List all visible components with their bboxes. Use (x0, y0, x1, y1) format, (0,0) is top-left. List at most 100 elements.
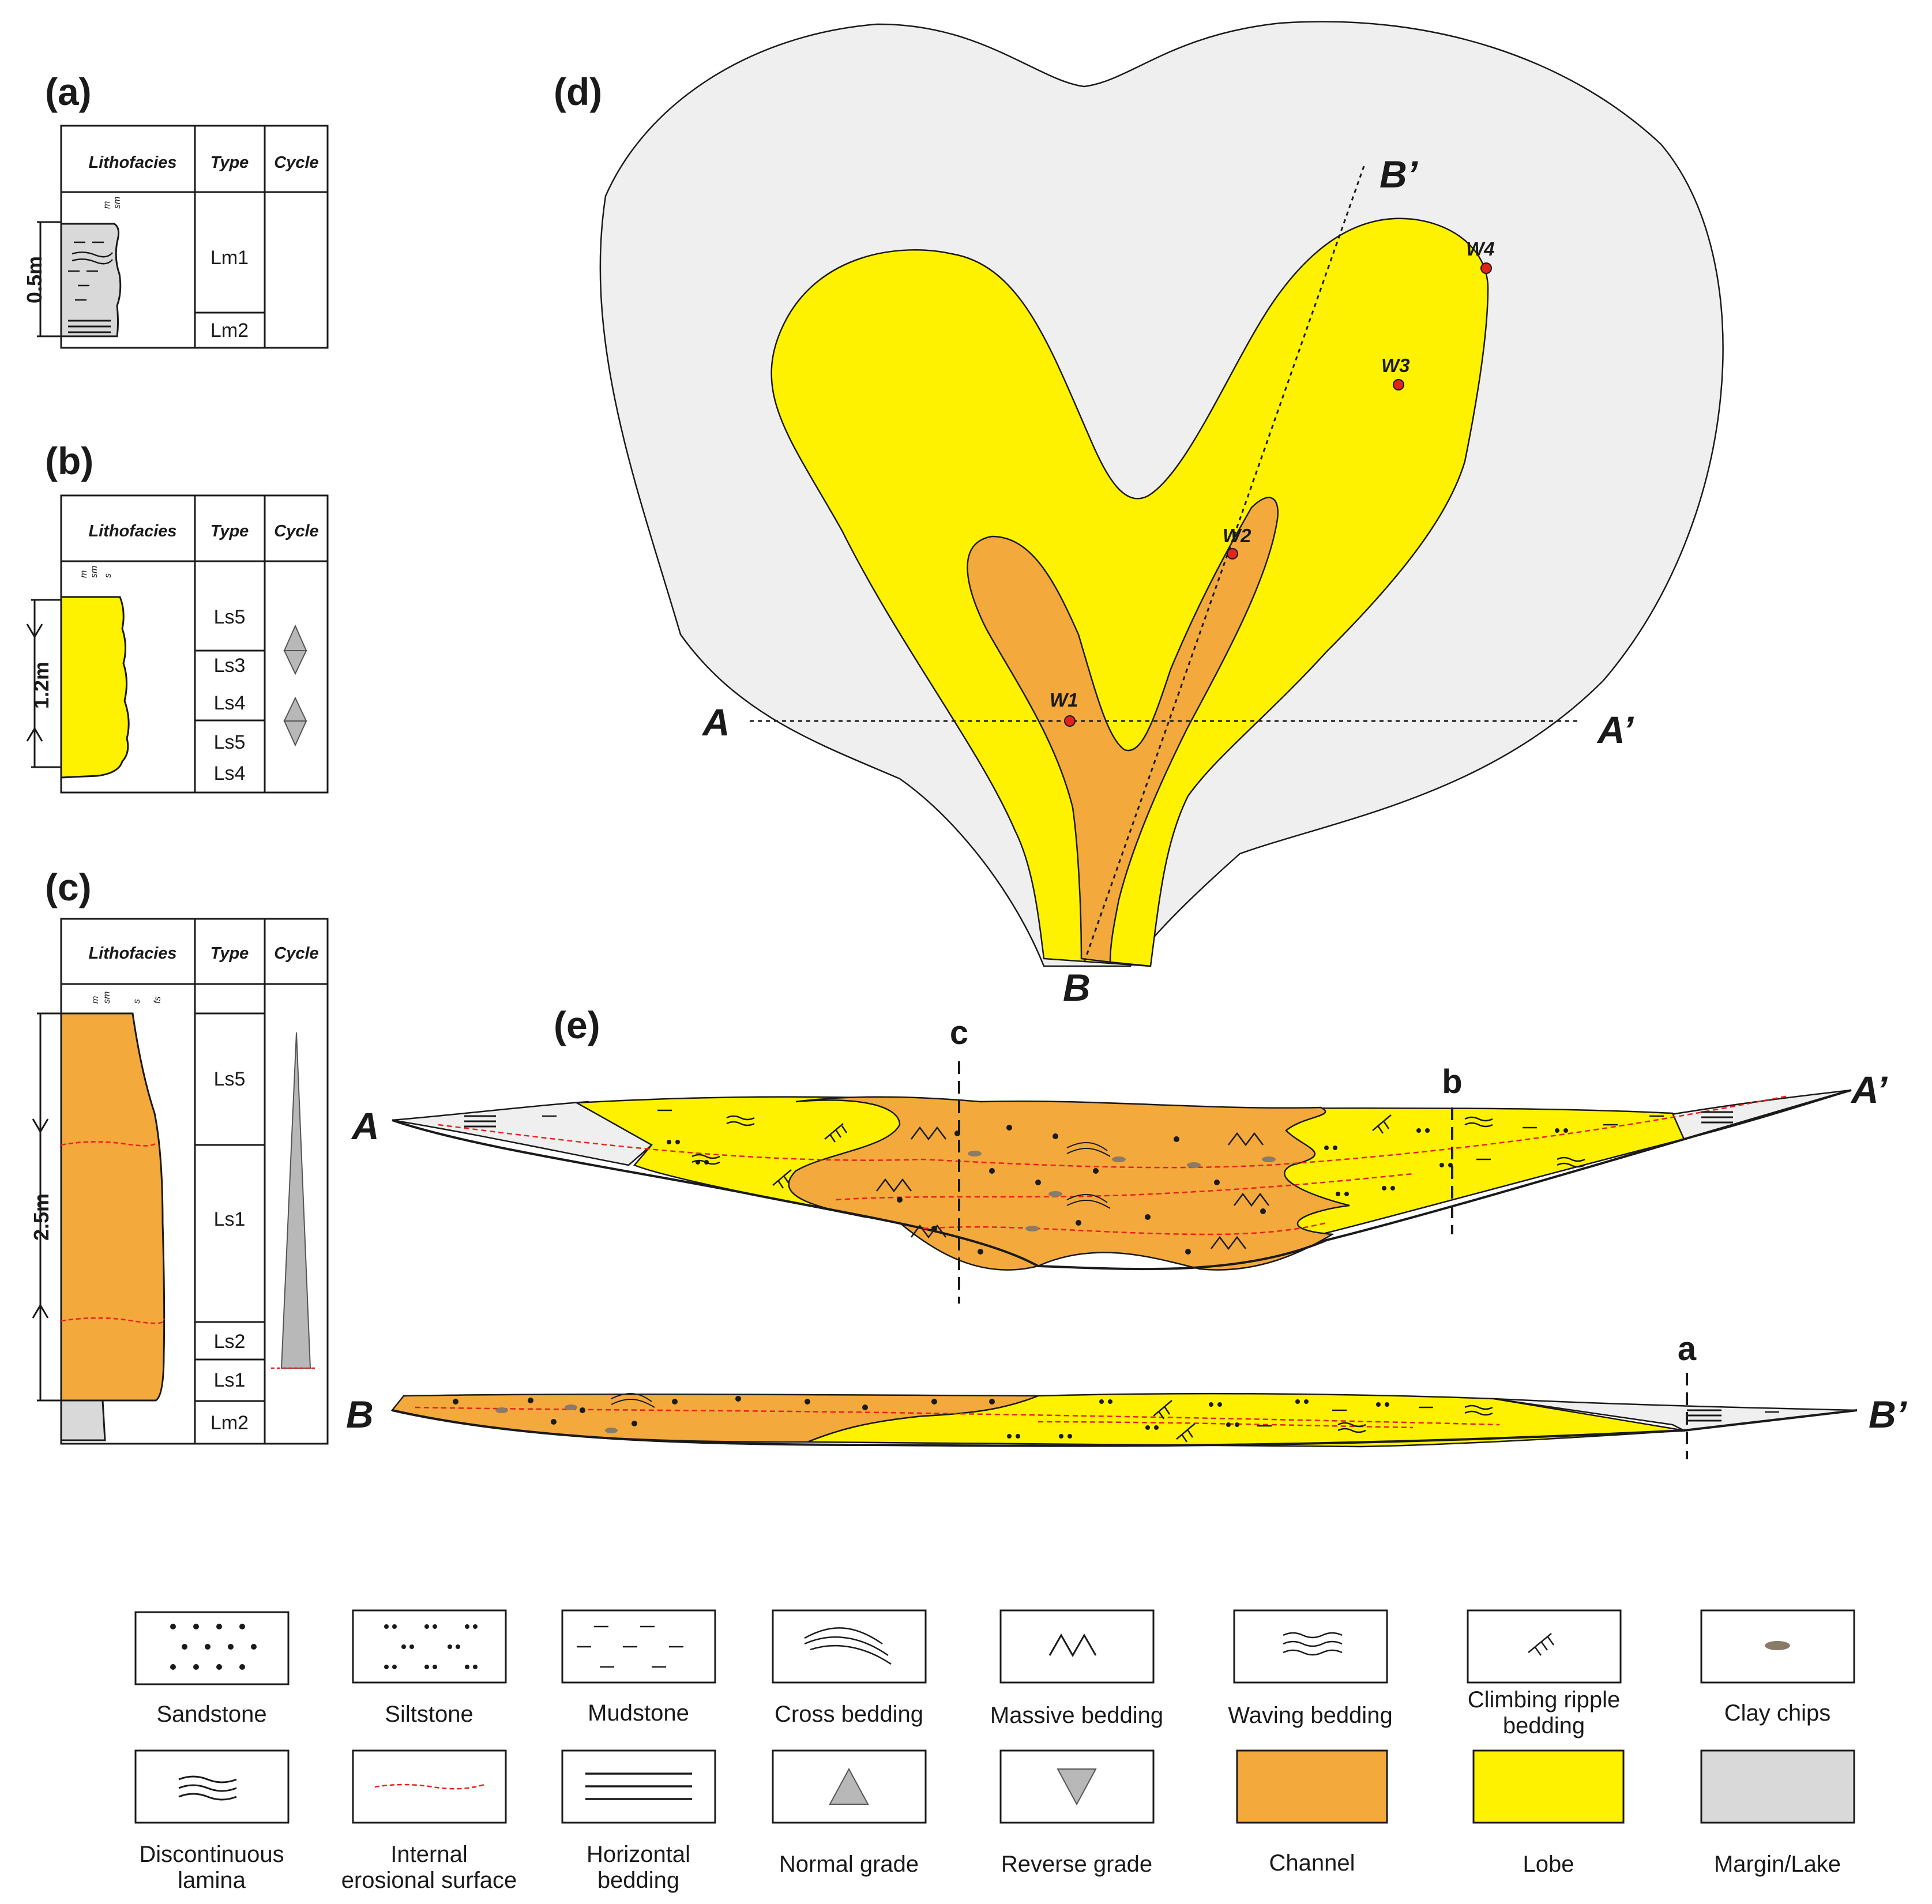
section-a-climbing-marks (772, 1114, 1392, 1189)
svg-text:lamina: lamina (178, 1868, 246, 1893)
panel-c-erosion-upper (61, 1141, 157, 1147)
panel-b-type-ls3: Ls3 (214, 655, 246, 677)
panel-c-type-ls1-lower: Ls1 (214, 1369, 246, 1391)
panel-b-header-lithofacies: Lithofacies (88, 522, 176, 540)
svg-text:Horizontal: Horizontal (587, 1842, 690, 1867)
legend-item-lobe: Lobe (1472, 1749, 1625, 1877)
svg-text:m: m (102, 201, 112, 209)
svg-text:bedding: bedding (1503, 1713, 1585, 1738)
panel-b-type-ls4-lower: Ls4 (214, 763, 246, 784)
svg-text:Mudstone: Mudstone (588, 1700, 689, 1726)
well-w2: W2 (1223, 525, 1251, 559)
point-b: B (1063, 966, 1091, 1009)
section-a-margin-left (392, 1101, 653, 1166)
section-line-b-b (1083, 166, 1365, 963)
legend-item-siltstone: Siltstone (352, 1609, 507, 1727)
svg-text:Lobe: Lobe (1523, 1852, 1574, 1877)
svg-text:Cross bedding: Cross bedding (775, 1702, 923, 1727)
well-w1: W1 (1050, 689, 1078, 727)
panel-c-erosion-lower (61, 1317, 165, 1324)
svg-text:Siltstone: Siltstone (385, 1702, 473, 1727)
panel-a-horizontal-bedding (68, 320, 111, 333)
svg-text:Climbing ripple: Climbing ripple (1468, 1687, 1621, 1713)
panel-b-scale-bar (26, 599, 61, 768)
legend-item-channel: Channel (1236, 1749, 1388, 1876)
panel-c: (c) Lithofacies Type Cycle Ls5 Ls1 Ls2 L… (29, 866, 329, 1445)
section-b-siltstone-dots (1007, 1399, 1389, 1439)
panel-c-normal-grade (280, 1032, 311, 1369)
section-b-point-b-prime: B’ (1869, 1393, 1908, 1436)
legend-item-massive-bedding: Massive bedding (990, 1609, 1163, 1728)
section-a-cross-marks (1066, 1141, 1111, 1209)
svg-text:Reverse grade: Reverse grade (1001, 1852, 1152, 1877)
section-a-erosion-2 (836, 1173, 1414, 1201)
panel-c-scale-bar (32, 1012, 61, 1402)
section-b-label: b (1442, 1063, 1462, 1101)
panel-c-header-lithofacies: Lithofacies (88, 944, 176, 963)
svg-text:m: m (79, 570, 89, 578)
section-b-cross-marks (611, 1392, 655, 1408)
panel-b-cycle-symbols (283, 624, 307, 747)
svg-text:Massive bedding: Massive bedding (990, 1703, 1163, 1728)
panel-b-type-ls5: Ls5 (214, 606, 246, 628)
section-a-massive-marks (876, 1126, 1269, 1250)
legend-item-discontinuous-lamina: Discontinuous lamina (134, 1749, 290, 1893)
panel-a: (a) Lithofacies Type Cycle Lm1 Lm2 m sm (22, 70, 329, 349)
section-b-horizontal-marks (1687, 1409, 1721, 1422)
lobe-area (770, 217, 1489, 967)
section-b-b: B B’ (346, 1392, 1908, 1448)
svg-text:Internal: Internal (390, 1842, 467, 1867)
legend: Sandstone Siltstone Mudstone (134, 1609, 1855, 1893)
panel-a-mudstone-marks (68, 241, 104, 301)
section-a-erosion-3 (922, 1222, 1327, 1235)
panel-d-label: (d) (554, 70, 602, 113)
legend-item-waving-bedding: Waving bedding (1228, 1609, 1393, 1728)
legend-item-cross-bedding: Cross bedding (772, 1609, 927, 1727)
legend-item-reverse-grade: Reverse grade (999, 1749, 1155, 1877)
panel-b-scale-label: 1.2m (29, 662, 53, 709)
panel-b-header-type: Type (211, 522, 249, 540)
svg-text:s: s (132, 999, 142, 1004)
legend-item-normal-grade: Normal grade (772, 1749, 927, 1877)
section-a-clay-chips (968, 1151, 1276, 1231)
section-a-base (392, 1089, 1852, 1271)
svg-text:sm: sm (102, 992, 112, 1004)
section-b-point-b: B (346, 1393, 374, 1436)
panel-a-header-lithofacies: Lithofacies (88, 153, 176, 172)
well-w3: W3 (1381, 355, 1410, 390)
section-a-channel (788, 1096, 1350, 1271)
section-b-base (392, 1409, 1858, 1447)
legend-item-horizontal-bedding: Horizontal bedding (561, 1749, 716, 1893)
panel-a-header-cycle: Cycle (274, 153, 318, 172)
svg-text:Margin/Lake: Margin/Lake (1714, 1852, 1841, 1877)
section-b-waving-marks (1337, 1404, 1493, 1433)
panel-a-type-lm1: Lm1 (211, 247, 249, 269)
legend-item-clay-chips: Clay chips (1700, 1609, 1855, 1726)
panel-b-type-ls5-lower: Ls5 (214, 731, 246, 753)
section-b-sandstone-dots (453, 1396, 995, 1426)
panel-c-type-ls1: Ls1 (214, 1208, 246, 1230)
panel-a-scale-bar (37, 221, 61, 337)
panel-c-type-ls5: Ls5 (214, 1068, 246, 1090)
section-a-waving-marks (691, 1115, 1585, 1168)
section-b-climbing-marks (1153, 1400, 1196, 1443)
legend-item-sandstone: Sandstone (134, 1611, 290, 1727)
svg-text:sm: sm (89, 566, 99, 578)
panel-d: (d) A A’ B B’ W1 W2 W3 W4 (554, 21, 1724, 1009)
svg-text:erosional surface: erosional surface (341, 1868, 517, 1893)
panel-a-column (60, 223, 122, 337)
section-b-clay-chips (495, 1404, 618, 1433)
svg-text:Normal grade: Normal grade (779, 1852, 919, 1877)
svg-text:W4: W4 (1466, 238, 1495, 260)
panel-a-header-type: Type (211, 153, 249, 172)
section-a-erosion-1 (438, 1095, 1788, 1169)
section-a-a: A A’ (351, 1068, 1888, 1271)
section-a-label: a (1678, 1330, 1697, 1368)
panel-c-type-lm2: Lm2 (211, 1412, 249, 1434)
point-b-prime: B’ (1380, 153, 1419, 196)
normal-grade-icon (829, 1767, 869, 1805)
panel-c-base-mudstone (60, 1399, 106, 1441)
svg-text:m: m (91, 996, 100, 1004)
legend-item-mudstone: Mudstone (561, 1609, 716, 1726)
